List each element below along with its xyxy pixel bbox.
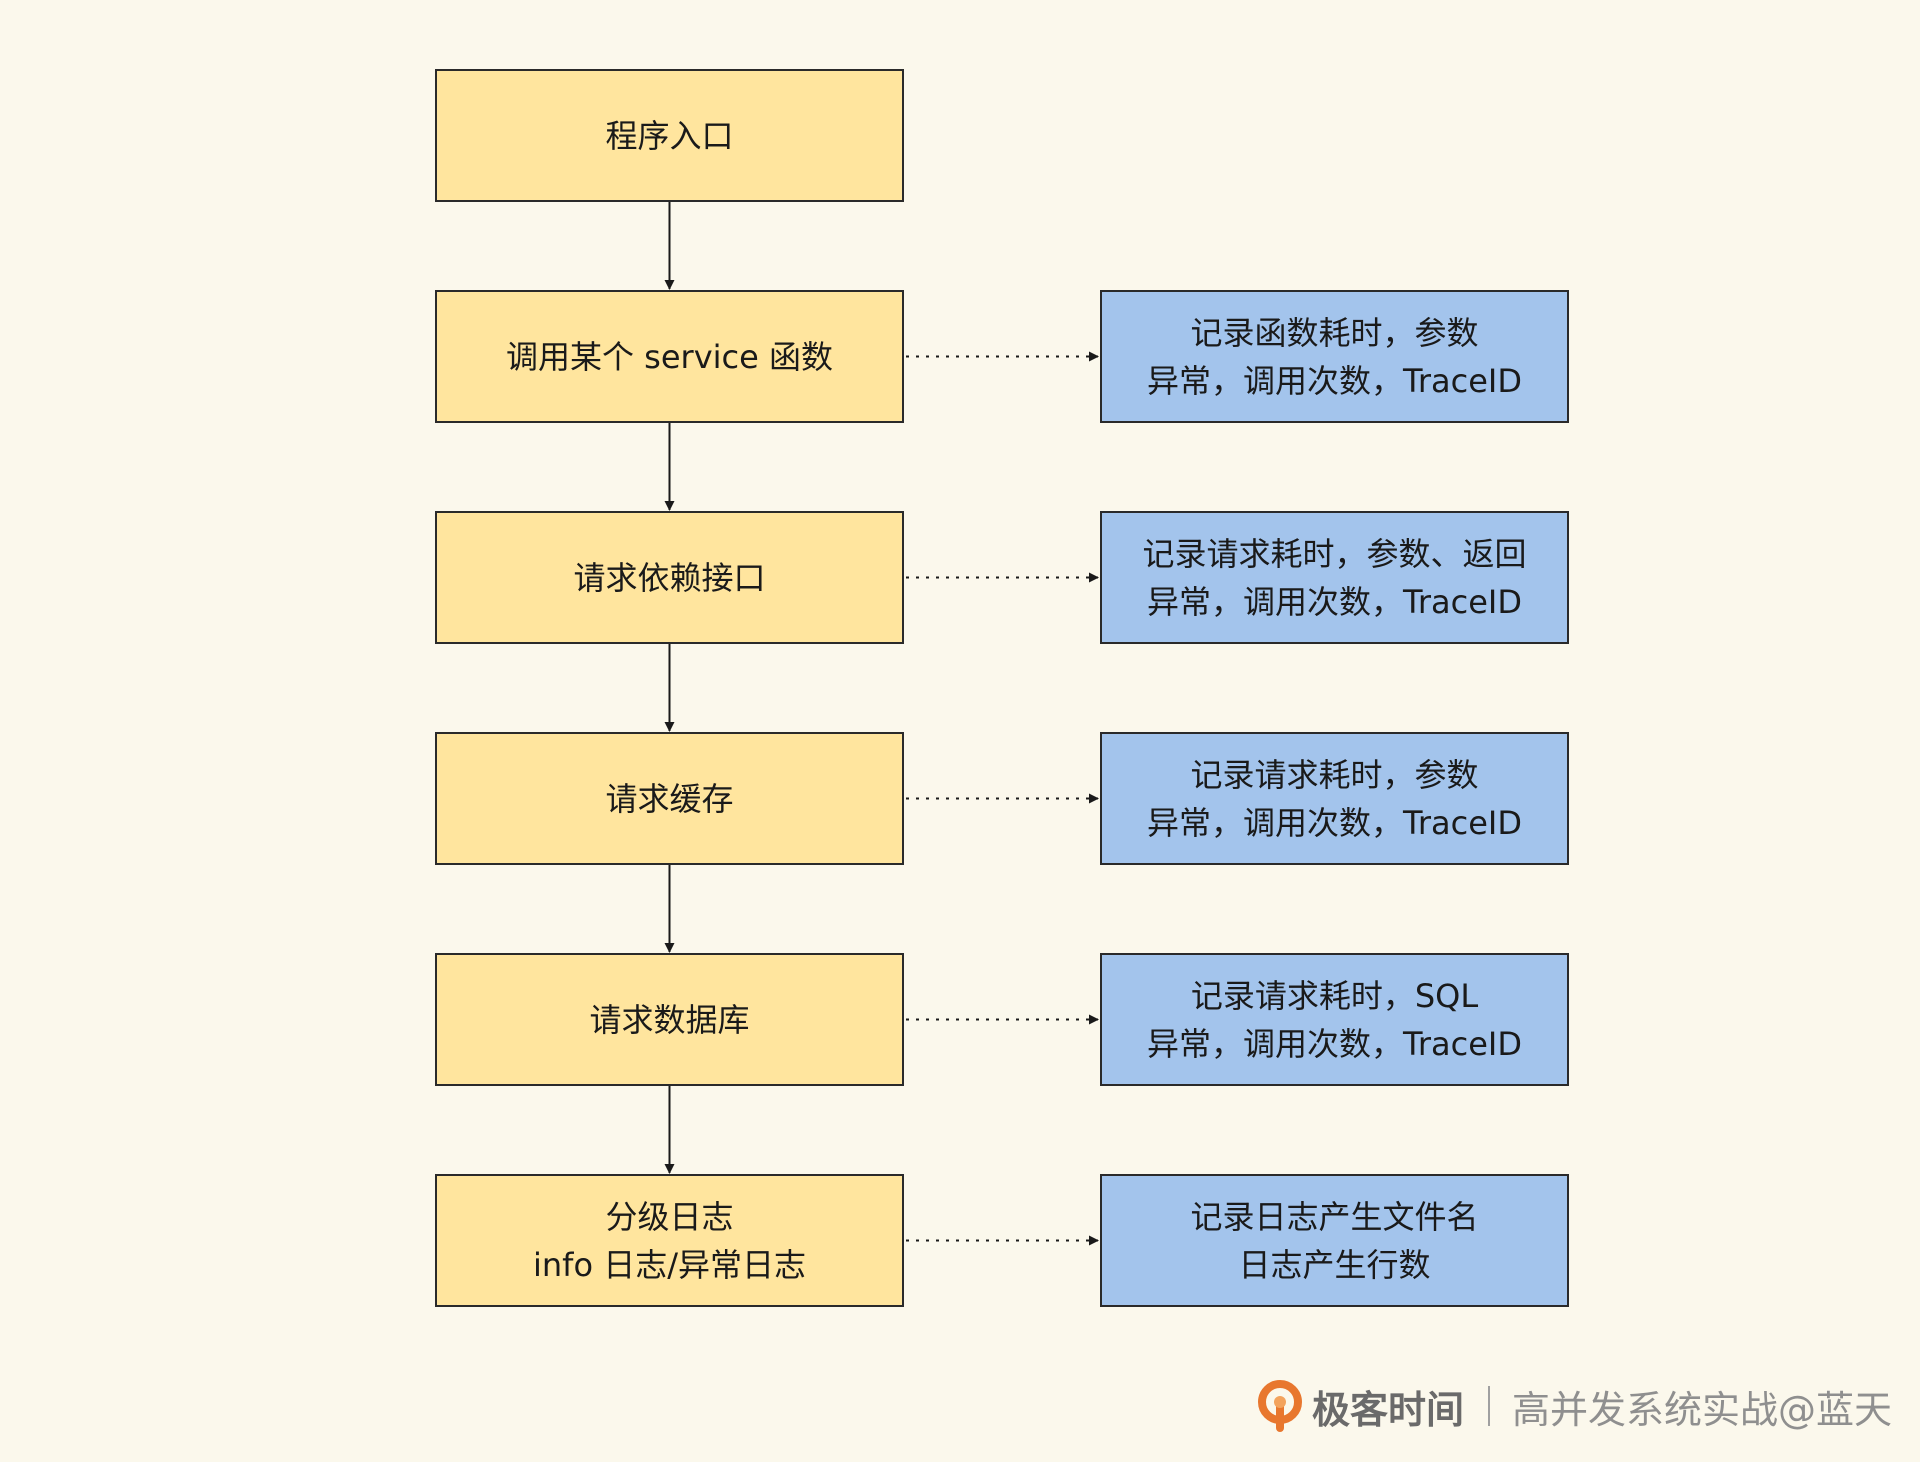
note-box-line: 日志产生行数 bbox=[1238, 1245, 1431, 1284]
step-box: 请求缓存 bbox=[435, 732, 904, 865]
note-box-line: 异常，调用次数，TraceID bbox=[1147, 1024, 1522, 1063]
footer-divider bbox=[1487, 1386, 1490, 1426]
note-box-line: 异常，调用次数，TraceID bbox=[1147, 361, 1522, 400]
step-box: 程序入口 bbox=[435, 69, 904, 202]
note-box-line: 记录请求耗时，参数 bbox=[1190, 755, 1479, 794]
geektime-logo-icon bbox=[1257, 1380, 1302, 1432]
step-box: 请求依赖接口 bbox=[435, 511, 904, 644]
footer-brand: 极客时间 bbox=[1311, 1387, 1464, 1432]
note-box-line: 记录函数耗时，参数 bbox=[1190, 313, 1479, 352]
note-box-line: 异常，调用次数，TraceID bbox=[1147, 582, 1522, 621]
step-box-line: 调用某个 service 函数 bbox=[506, 337, 833, 376]
footer-watermark: 极客时间 高并发系统实战@蓝天 bbox=[1256, 1378, 1892, 1434]
footer-slogan: 高并发系统实战@蓝天 bbox=[1511, 1387, 1892, 1432]
step-box: 请求数据库 bbox=[435, 953, 904, 1086]
note-box: 记录请求耗时，SQL 异常，调用次数，TraceID bbox=[1100, 953, 1569, 1086]
note-box: 记录请求耗时，参数异常，调用次数，TraceID bbox=[1100, 732, 1569, 865]
note-box-line: 记录日志产生文件名 bbox=[1190, 1197, 1479, 1236]
note-box-line: 记录请求耗时，SQL bbox=[1190, 976, 1479, 1015]
step-box-line: 请求数据库 bbox=[589, 1000, 750, 1039]
note-box: 记录函数耗时，参数异常，调用次数，TraceID bbox=[1100, 290, 1569, 423]
step-box: 调用某个 service 函数 bbox=[435, 290, 904, 423]
note-box: 记录日志产生文件名日志产生行数 bbox=[1100, 1174, 1569, 1307]
step-box-line: 分级日志 bbox=[605, 1197, 734, 1236]
step-box-line: 请求缓存 bbox=[605, 779, 734, 818]
note-box-line: 记录请求耗时，参数、返回 bbox=[1142, 534, 1527, 573]
step-box-line: info 日志/异常日志 bbox=[533, 1245, 806, 1284]
step-box-line: 请求依赖接口 bbox=[573, 558, 766, 597]
step-box-line: 程序入口 bbox=[605, 116, 734, 155]
step-box: 分级日志 info 日志/异常日志 bbox=[435, 1174, 904, 1307]
note-box-line: 异常，调用次数，TraceID bbox=[1147, 803, 1522, 842]
note-box: 记录请求耗时，参数、返回异常，调用次数，TraceID bbox=[1100, 511, 1569, 644]
